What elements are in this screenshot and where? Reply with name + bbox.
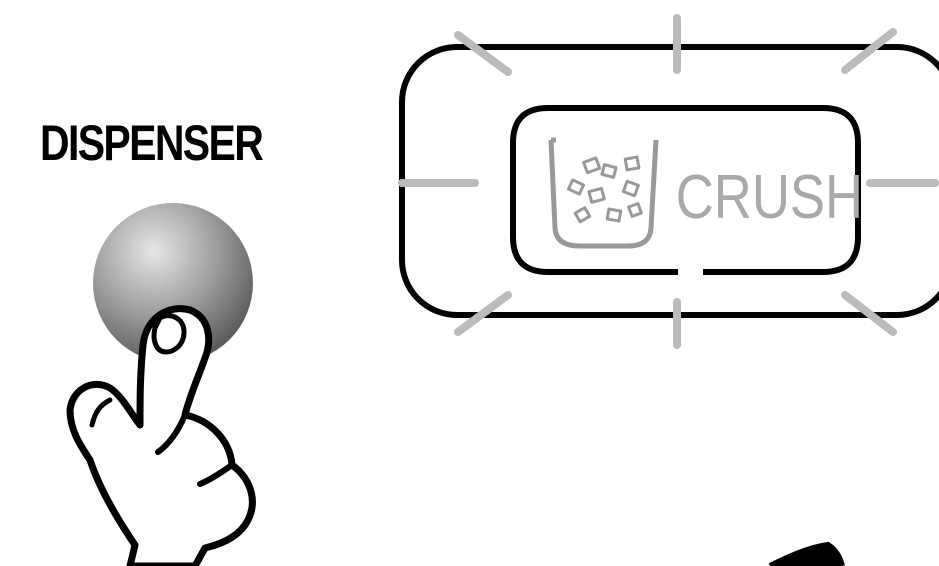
pressing-finger-hand-icon — [66, 305, 256, 566]
dispenser-label: DISPENSER — [40, 115, 264, 171]
ray-top-left — [454, 31, 512, 76]
partial-arrow-icon — [768, 541, 845, 566]
crushed-ice-cup-icon — [548, 137, 659, 249]
ray-bottom-left — [454, 291, 512, 336]
crush-label: CRUSH — [676, 163, 863, 232]
crush-button-outline[interactable] — [510, 105, 861, 275]
dispenser-button[interactable] — [93, 203, 253, 363]
ray-top-right — [841, 28, 897, 74]
ray-bottom-right — [841, 291, 897, 336]
glow-rays — [398, 14, 939, 349]
